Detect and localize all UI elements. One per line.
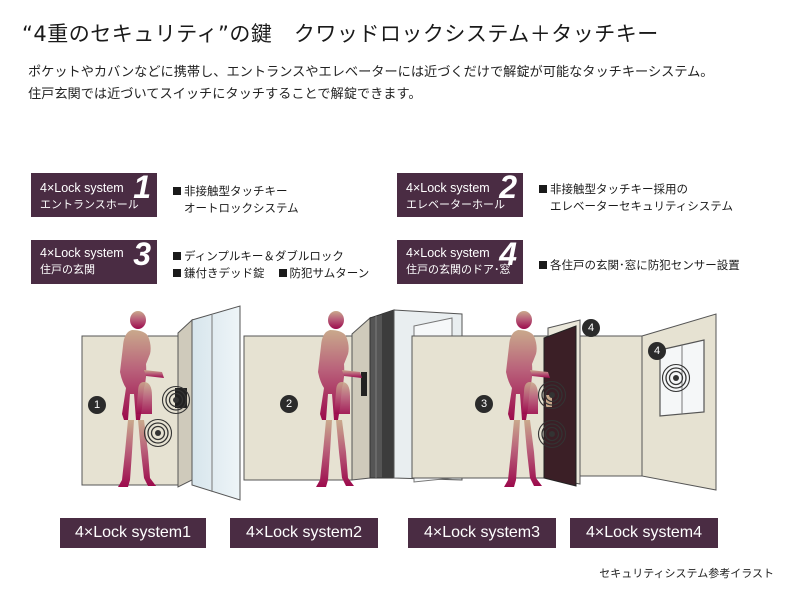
marker-2: 2: [280, 395, 298, 413]
marker-1: 1: [88, 396, 106, 414]
bullet-square-icon: [173, 269, 181, 277]
page-title: “4重のセキュリティ”の鍵 クワッドロックシステム＋タッチキー: [22, 22, 659, 46]
bullet-square-icon: [278, 269, 287, 277]
bullet-square-icon: [539, 261, 547, 269]
system-2-features: 非接触型タッチキー採用の エレベーターセキュリティシステム: [539, 181, 733, 215]
system-4-number: 4: [499, 236, 517, 272]
marker-4-door: 4: [582, 319, 600, 337]
system-4-name: 4×Lock system: [406, 246, 490, 260]
system-3-feature-1: ディンプルキー＆ダブルロック: [184, 249, 344, 263]
system-3-label: 4×Lock system 住戸の玄関 3: [31, 236, 157, 284]
system-2-number: 2: [499, 169, 517, 205]
system-3-place: 住戸の玄関: [40, 263, 95, 276]
system-2-name: 4×Lock system: [406, 181, 490, 195]
system-3-name: 4×Lock system: [40, 246, 124, 260]
bottom-label-2: 4×Lock system2: [230, 518, 378, 548]
illustration-caption: セキュリティシステム参考イラスト: [599, 567, 774, 580]
system-1-name: 4×Lock system: [40, 181, 124, 195]
security-illustration: [81, 305, 717, 501]
system-3-number: 3: [133, 236, 151, 272]
scene-4-window: [579, 313, 717, 491]
bullet-square-icon: [539, 185, 547, 193]
bottom-label-1: 4×Lock system1: [60, 518, 206, 548]
system-1-number: 1: [133, 169, 151, 205]
system-1-feature-2: オートロックシステム: [184, 201, 299, 215]
marker-3: 3: [475, 395, 493, 413]
scene-3-front-door: [411, 311, 581, 487]
system-1-place: エントランスホール: [40, 198, 139, 211]
system-2-feature-2: エレベーターセキュリティシステム: [550, 199, 733, 213]
system-4-features: 各住戸の玄関･窓に防犯センサー設置: [539, 257, 740, 274]
system-2-feature-1: 非接触型タッチキー採用の: [550, 182, 688, 196]
system-3-feature-2: 鎌付きデッド錠: [184, 266, 265, 280]
system-4-feature-1: 各住戸の玄関･窓に防犯センサー設置: [550, 258, 740, 272]
system-3-feature-3: 防犯サムターン: [289, 266, 370, 280]
system-1-label: 4×Lock system エントランスホール 1: [31, 169, 157, 217]
scene-1-entrance: [81, 305, 241, 501]
system-4-label: 4×Lock system 住戸の玄関のドア･窓 4: [397, 236, 523, 284]
system-3-features: ディンプルキー＆ダブルロック 鎌付きデッド錠 防犯サムターン: [173, 248, 369, 282]
system-4-place: 住戸の玄関のドア･窓: [406, 263, 511, 276]
system-1-features: 非接触型タッチキー オートロックシステム: [173, 183, 299, 217]
system-2-label: 4×Lock system エレベーターホール 2: [397, 169, 523, 217]
bottom-label-3: 4×Lock system3: [408, 518, 556, 548]
bullet-square-icon: [173, 252, 181, 260]
system-1-feature-1: 非接触型タッチキー: [184, 184, 288, 198]
bullet-square-icon: [173, 187, 181, 195]
bottom-label-4: 4×Lock system4: [570, 518, 718, 548]
marker-4-window: 4: [648, 342, 666, 360]
description-line-2: 住戸玄関では近づいてスイッチにタッチすることで解錠できます。: [28, 87, 422, 102]
page-description: ポケットやカバンなどに携帯し、エントランスやエレベーターには近づくだけで解錠が可…: [28, 62, 788, 106]
system-2-place: エレベーターホール: [406, 198, 505, 211]
description-line-1: ポケットやカバンなどに携帯し、エントランスやエレベーターには近づくだけで解錠が可…: [28, 65, 714, 80]
